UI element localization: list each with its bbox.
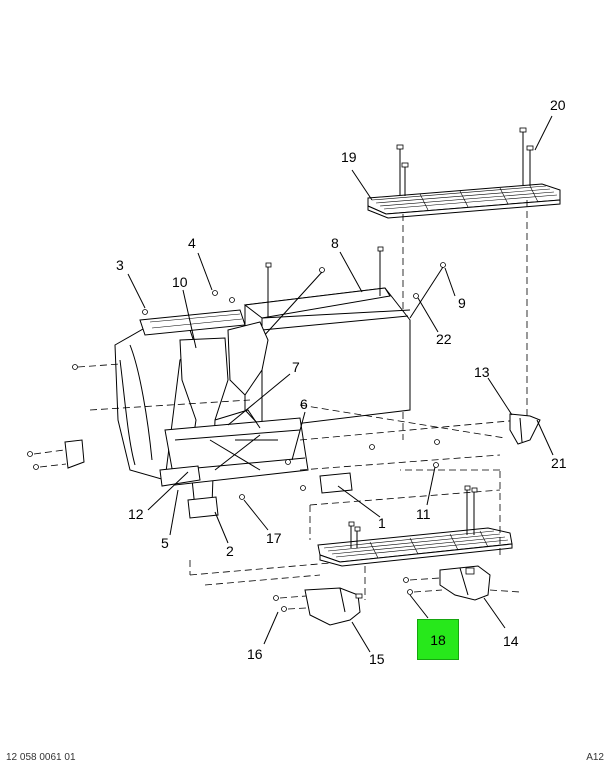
drawing-number: 12 058 0061 01 bbox=[6, 752, 76, 763]
callout-17: 17 bbox=[266, 530, 282, 546]
step-bracket-right bbox=[403, 565, 491, 601]
callout-12: 12 bbox=[128, 506, 144, 522]
callout-8: 8 bbox=[331, 235, 339, 251]
callout-22: 22 bbox=[436, 331, 452, 347]
callout-2: 2 bbox=[226, 543, 234, 559]
callout-6: 6 bbox=[300, 396, 308, 412]
leader-lines bbox=[127, 115, 554, 653]
upper-step bbox=[367, 127, 561, 219]
callout-1: 1 bbox=[378, 515, 386, 531]
callout-4: 4 bbox=[188, 235, 196, 251]
clip-bracket bbox=[319, 472, 353, 494]
left-bracket bbox=[27, 439, 85, 470]
callout-20: 20 bbox=[550, 97, 566, 113]
callout-21: 21 bbox=[551, 455, 567, 471]
callout-19: 19 bbox=[341, 149, 357, 165]
callout-18: 18 bbox=[430, 632, 446, 648]
callout-13: 13 bbox=[474, 364, 490, 380]
callout-10: 10 bbox=[172, 274, 188, 290]
callout-11: 11 bbox=[416, 506, 431, 522]
callout-16: 16 bbox=[247, 646, 263, 662]
step-bracket-left bbox=[273, 587, 363, 626]
right-bracket bbox=[509, 413, 541, 445]
callout-3: 3 bbox=[116, 257, 124, 273]
lower-frame bbox=[159, 409, 309, 519]
page-code: A12 bbox=[586, 752, 604, 763]
callout-7: 7 bbox=[292, 359, 300, 375]
rear-bracket bbox=[114, 309, 269, 509]
callout-15: 15 bbox=[369, 651, 385, 667]
lower-step bbox=[317, 485, 513, 567]
callout-labels: 1 2 3 4 5 6 7 8 9 10 11 12 13 14 15 16 1… bbox=[116, 97, 567, 667]
callout-14: 14 bbox=[503, 633, 519, 649]
callout-18-highlight[interactable]: 18 bbox=[417, 619, 459, 660]
battery-box bbox=[243, 246, 411, 429]
callout-9: 9 bbox=[458, 295, 466, 311]
callout-5: 5 bbox=[161, 535, 169, 551]
